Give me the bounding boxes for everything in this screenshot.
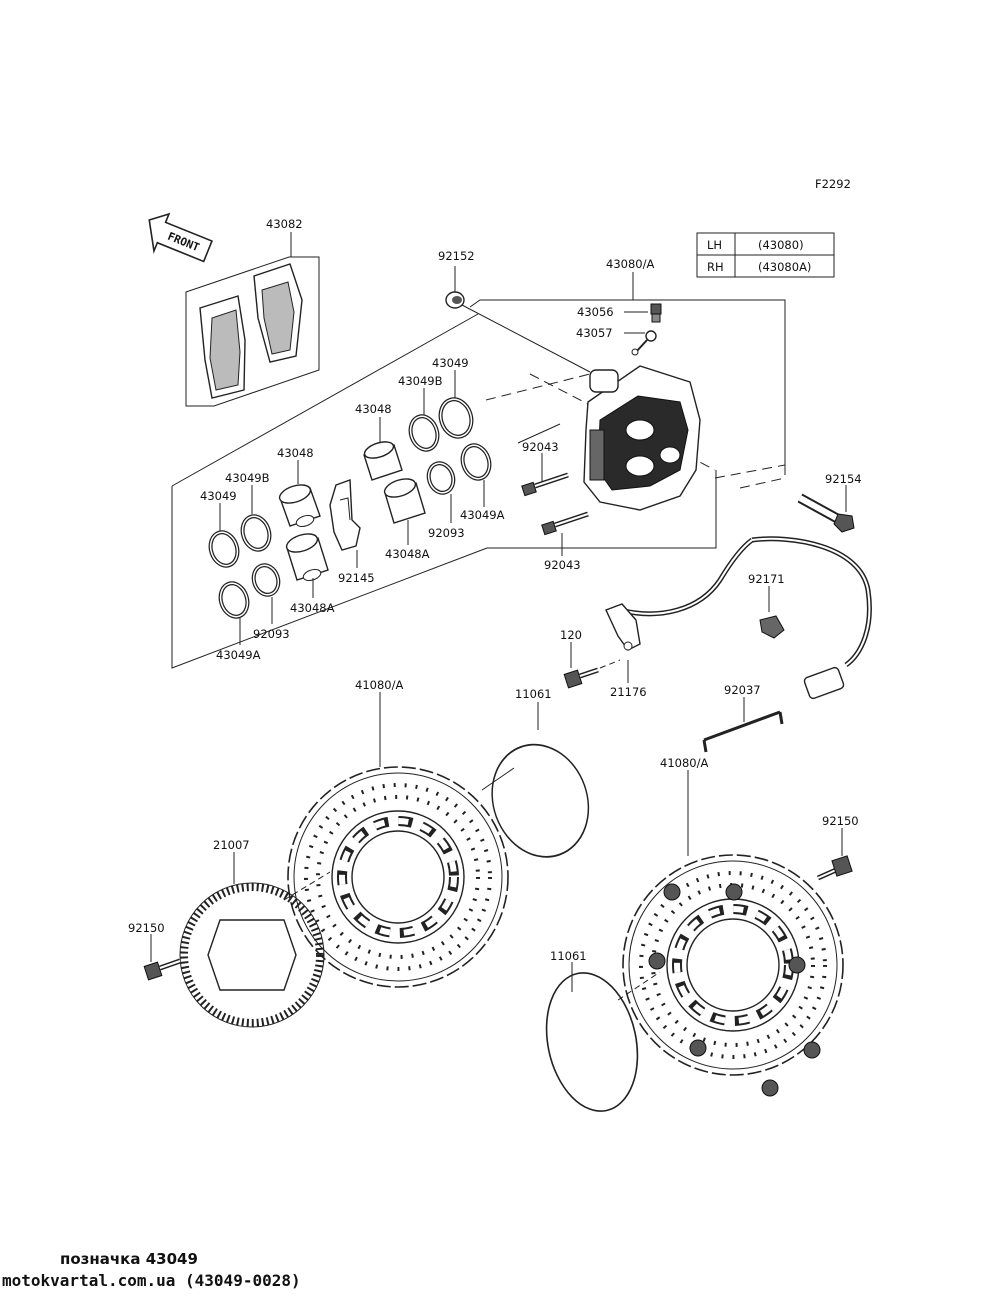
bolt-left-92150 — [143, 958, 181, 981]
label-bolt-right: 92150 — [822, 814, 859, 828]
label-bolt-left: 92150 — [128, 921, 165, 935]
label-shim-lower: 11061 — [550, 949, 587, 963]
label-piston-left-top: 43048 — [277, 446, 314, 460]
label-bleeder-cap: 92152 — [438, 249, 475, 263]
seal-43049-top — [438, 397, 474, 439]
label-rod: 92037 — [724, 683, 761, 697]
label-pad-spring: 92145 — [338, 571, 375, 585]
label-pads: 43082 — [266, 217, 303, 231]
label-sensor: 21176 — [610, 685, 647, 699]
clamp-92171 — [759, 615, 785, 639]
label-shim-upper: 11061 — [515, 687, 552, 701]
seal-43049a-right — [460, 443, 492, 481]
footer-caption: позначка 43049 — [60, 1250, 198, 1268]
label-seal-right-a: 43049A — [460, 508, 505, 522]
label-oring-right: 92093 — [428, 526, 465, 540]
label-piston-right-top: 43048 — [355, 402, 392, 416]
label-piston-small-right: 43048A — [385, 547, 430, 561]
seal-43049b-top — [408, 414, 440, 452]
label-mount-bolt: 92154 — [825, 472, 862, 486]
abs-sensor — [605, 536, 872, 700]
bolt-92043-upper — [521, 472, 569, 497]
side-table-rh-part: (43080A) — [758, 260, 811, 274]
piston-43048a-left — [285, 533, 329, 582]
rod-92037 — [702, 710, 784, 753]
label-caliper: 43080/A — [606, 257, 654, 271]
label-dust-seal-top: 43049B — [398, 374, 443, 388]
label-disc-right: 41080/A — [660, 756, 708, 770]
label-rotor-ring: 21007 — [213, 838, 250, 852]
seal-43049b-left — [240, 514, 272, 552]
label-bolt-lower: 92043 — [544, 558, 581, 572]
brake-disc-left — [287, 766, 509, 988]
label-oring-left: 92093 — [253, 627, 290, 641]
label-bolt-upper: 92043 — [522, 440, 559, 454]
caliper-kit-boundary — [171, 299, 786, 669]
brake-pads — [185, 256, 320, 407]
bolt-92043-lower — [541, 511, 589, 536]
front-arrow-icon: FRONT — [148, 212, 213, 263]
label-piston-seal-top: 43049 — [432, 356, 469, 370]
mount-bolt-92154 — [797, 493, 855, 533]
label-dust-seal-left: 43049B — [225, 471, 270, 485]
screw-120 — [563, 667, 599, 689]
side-table: LH (43080) RH (43080A) — [696, 232, 835, 278]
bolt-right-92150 — [816, 855, 853, 881]
footer-source: motokvartal.com.ua (43049-0028) — [2, 1271, 301, 1290]
brake-disc-right — [622, 854, 844, 1097]
bleeder-valve — [650, 303, 662, 323]
figure-code: F2292 — [815, 177, 851, 191]
bleeder-plate — [631, 330, 657, 356]
label-seal-left-a: 43049A — [216, 648, 261, 662]
shim-upper — [491, 743, 590, 858]
brake-caliper — [583, 365, 701, 511]
piston-43048-left — [278, 484, 321, 528]
label-bleeder-valve: 43056 — [577, 305, 614, 319]
label-bleeder-plate: 43057 — [576, 326, 613, 340]
piston-43048-right — [363, 441, 403, 481]
oring-92093-left — [251, 563, 281, 597]
side-table-rh: RH — [707, 260, 724, 274]
pad-spring — [329, 479, 361, 551]
label-piston-seal-left: 43049 — [200, 489, 237, 503]
label-disc-left: 41080/A — [355, 678, 403, 692]
label-piston-small-left: 43048A — [290, 601, 335, 615]
label-screw: 120 — [560, 628, 582, 642]
side-table-lh: LH — [707, 238, 722, 252]
abs-rotor-ring — [179, 882, 325, 1028]
seal-43049a-left — [218, 581, 250, 619]
oring-92093-right — [426, 461, 456, 495]
piston-43048a-right — [383, 478, 426, 524]
bleeder-cap — [445, 291, 465, 309]
label-clamp: 92171 — [748, 572, 785, 586]
side-table-lh-part: (43080) — [758, 238, 804, 252]
seal-43049-left — [208, 530, 240, 568]
shim-lower — [545, 972, 639, 1112]
